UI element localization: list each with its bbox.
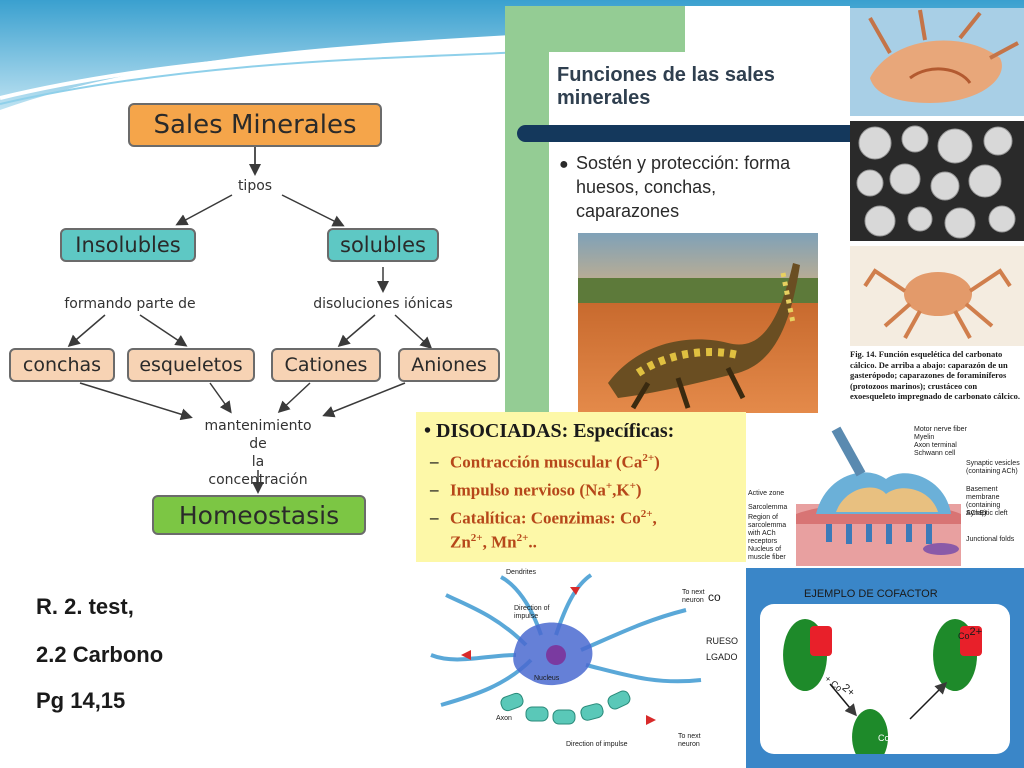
cofactor-ion-label-bound: Co2+ [958,626,983,641]
cofactor-example-panel: EJEMPLO DE COFACTOR + Co2+ Co2+ Co2+ [746,568,1024,768]
concept-map: Sales Minerales tipos Insolubles soluble… [0,95,505,565]
cofactor-illustration [783,619,982,754]
fragment-co: co [708,590,721,604]
label-nucleus-muscle-fiber: Nucleus of muscle fiber [748,546,786,561]
label-dendrites: Dendrites [506,569,536,576]
dash-2: – [430,480,439,499]
neuromuscular-synapse-diagram: Motor nerve fiber Myelin Axon terminal S… [746,424,1024,569]
node-conchas: conchas [9,348,115,382]
note-carbono: 2.2 Carbono [36,642,164,667]
item-contraccion-muscular: Contracción muscular (Ca2+) [450,452,660,472]
slide-green-header [505,6,685,52]
label-mantenimiento: mantenimiento de la concentración [204,418,312,488]
foraminifera-shells-photo [850,121,1024,241]
fragment-grueso: RUESO [706,636,739,646]
label-to-next-neuron-1: To next neuron [682,589,705,604]
cofactor-ion-label: Co2+ [878,728,903,743]
label-region-sarcolemma: Region of sarcolemma with ACh receptors [748,514,787,545]
label-schwann-cell: Schwann cell [914,450,956,457]
note-pages: Pg 14,15 [36,688,126,713]
synapse-illustration [796,426,961,566]
item-impulso-nervioso: Impulso nervioso (Na+,K+) [450,480,642,500]
slide-green-sidebar [505,6,549,418]
label-junctional-folds: Junctional folds [966,536,1015,543]
label-formando-parte-de: formando parte de [64,296,196,312]
disociadas-box: • DISOCIADAS: Específicas: – Contracción… [416,412,746,562]
bullet-dot-icon: ● [559,156,569,173]
dash-3: – [430,508,439,527]
node-esqueletos: esqueletos [127,348,255,382]
label-disoluciones-ionicas: disoluciones iónicas [313,296,453,312]
label-nucleus: Nucleus [534,675,560,682]
slide-bullet-text: Sostén y protección: forma huesos, conch… [576,153,791,221]
node-cationes: Cationes [271,348,381,382]
note-test: R. 2. test, [36,594,134,619]
label-sarcolemma: Sarcolemma [748,504,788,511]
crab-photo [850,246,1024,346]
neuron-diagram: Dendrites Direction of impulse Nucleus A… [416,565,746,768]
label-tipos: tipos [237,178,273,194]
label-basement-membrane: Basement membrane (containing AChE) [966,486,1001,517]
item-catalitica-ions: Zn2+, Mn2+.. [450,532,537,552]
cofactor-title: EJEMPLO DE COFACTOR [804,588,938,600]
label-axon-terminal: Axon terminal [914,442,957,449]
disociadas-heading: • DISOCIADAS: Específicas: [424,420,675,442]
node-homeostasis: Homeostasis [152,495,366,535]
node-sales-minerales: Sales Minerales [128,103,382,147]
label-active-zone: Active zone [748,490,785,497]
node-solubles: solubles [327,228,439,262]
thorny-devil-lizard-photo [578,233,818,413]
gastropod-shell-photo [850,8,1024,116]
node-aniones: Aniones [398,348,500,382]
concept-map-arrows [67,147,433,494]
neuron-illustration [430,573,702,725]
label-motor-nerve-fiber: Motor nerve fiber [914,426,967,433]
node-insolubles: Insolubles [60,228,196,262]
label-direction-impulse-2: Direction of impulse [566,741,628,748]
figure-caption: Fig. 14. Función esquelética del carbona… [850,349,1021,401]
slide-title: Funciones de las sales minerales [557,64,775,109]
label-direction-impulse-1: Direction of impulse [514,605,550,620]
dash-1: – [430,452,439,471]
fragment-delgado: LGADO [706,652,738,662]
label-myelin: Myelin [914,434,935,441]
label-synaptic-cleft: Synaptic cleft [966,510,1008,517]
functions-slide: Funciones de las sales minerales ● Sosté… [505,6,850,418]
label-synaptic-vesicles: Synaptic vesicles (containing ACh) [966,460,1020,475]
item-catalitica: Catalítica: Coenzimas: Co2+, [450,508,657,528]
slide-blue-bar [517,125,850,142]
label-to-next-neuron-2: To next neuron [678,733,701,748]
label-axon: Axon [496,715,512,722]
